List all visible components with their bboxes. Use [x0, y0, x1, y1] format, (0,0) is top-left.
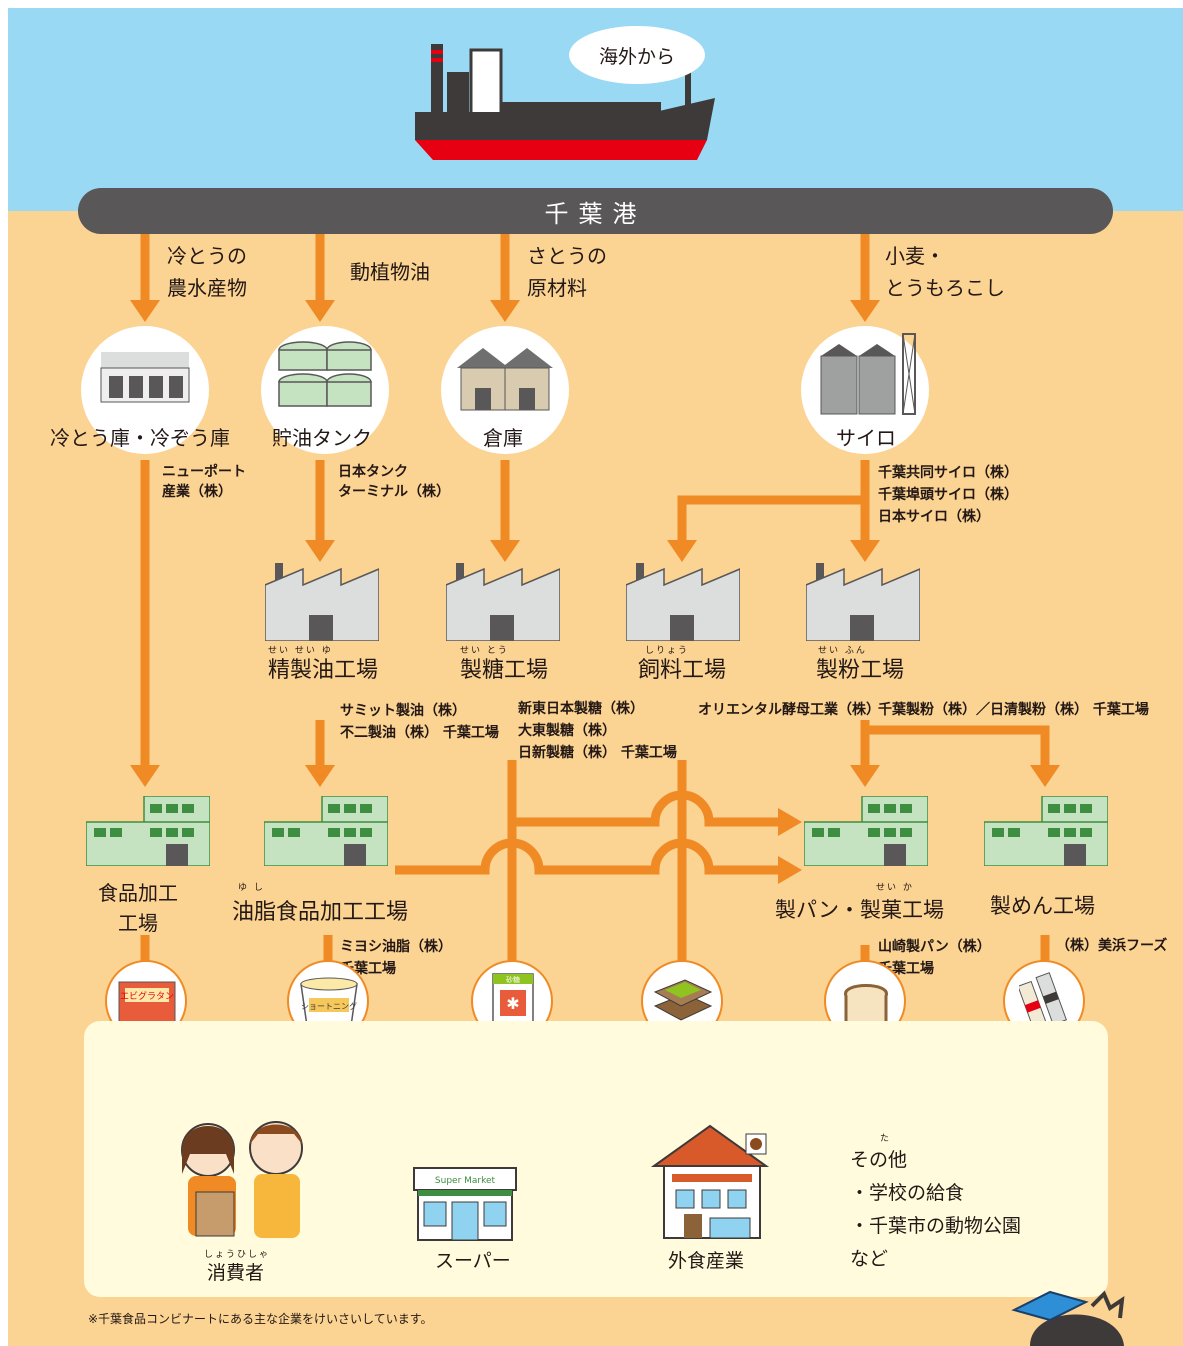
- building-fat-processing-icon: [264, 796, 388, 866]
- processing-company-noodle: （株）美浜フーズ: [1056, 938, 1168, 954]
- building-bakery-icon: [804, 796, 928, 866]
- factory-refinery-icon: [265, 563, 379, 641]
- storage-node-silo: [801, 326, 929, 454]
- factory-ruby-flour: せい ふん: [818, 646, 867, 656]
- factory-feed-icon: [626, 563, 740, 641]
- storage-company-silo: 千葉共同サイロ（株）千葉埠頭サイロ（株）日本サイロ（株）: [878, 465, 1018, 525]
- factory-company-refinery: サミット製油（株）不二製油（株） 千葉工場: [340, 703, 499, 741]
- svg-text:ショートニング: ショートニング: [301, 1001, 357, 1011]
- processing-name-food: 食品加工工場: [98, 881, 178, 935]
- frozen-gratin-icon: エビグラタン: [118, 981, 176, 1023]
- storage-company-cold: ニューポート産業（株）: [162, 464, 246, 500]
- factory-name-refinery: 精製油工場: [268, 658, 379, 683]
- svg-text:✱: ✱: [506, 994, 519, 1013]
- processing-name-fat: 油脂食品加工工場: [232, 900, 409, 925]
- silo-icon: [820, 333, 916, 415]
- factory-ruby-sugar: せい とう: [460, 646, 509, 656]
- factory-ruby-refinery: せい せい ゆ: [268, 646, 333, 656]
- import-label-oil: 動植物油: [350, 260, 430, 284]
- storage-name-tank: 貯油タンク: [272, 426, 372, 450]
- storage-name-cold: 冷とう庫・冷ぞう庫: [50, 426, 230, 450]
- destination-name-consumers: 消費者: [207, 1262, 265, 1284]
- overseas-speech-bubble: 海外から: [569, 26, 705, 84]
- building-food-processing-icon: [86, 796, 210, 866]
- storage-company-tank: 日本タンクターミナル（株）: [338, 464, 450, 500]
- other-destinations: その他 ・学校の給食 ・千葉市の動物公園 など: [850, 1144, 1021, 1276]
- svg-text:エビグラタン: エビグラタン: [120, 990, 174, 1002]
- factory-company-sugar: 新東日本製糖（株）大東製糖（株）日新製糖（株） 千葉工場: [518, 701, 677, 761]
- storage-node-warehouse: [441, 326, 569, 454]
- processing-name-bakery: 製パン・製菓工場: [775, 898, 945, 922]
- other-item-etc: など: [850, 1248, 889, 1270]
- factory-ruby-feed: しりょう: [645, 646, 690, 656]
- owl-mascot-icon: [1011, 1290, 1125, 1346]
- noodles-icon: [1019, 972, 1068, 1032]
- svg-text:砂糖: 砂糖: [506, 975, 520, 984]
- building-noodle-icon: [984, 796, 1108, 866]
- cargo-ship-icon: [415, 44, 715, 160]
- other-ruby: た: [880, 1134, 892, 1144]
- processing-name-noodle: 製めん工場: [990, 894, 1095, 918]
- cold-storage-icon: [100, 352, 190, 403]
- feed-sack-icon: [653, 979, 713, 1021]
- factory-company-feed: オリエンタル酵母工業（株）: [698, 702, 880, 718]
- import-label-sugar: さとうの原材料: [527, 244, 607, 300]
- chiba-port-bar: 千葉港: [78, 188, 1113, 234]
- footnote: ※千葉食品コンビナートにある主な企業をけいさいしています。: [88, 1312, 433, 1326]
- storage-node-cold: [81, 326, 209, 454]
- factory-name-flour: 製粉工場: [816, 658, 905, 683]
- storage-name-silo: サイロ: [836, 426, 896, 450]
- other-item-zoo: ・千葉市の動物公園: [850, 1215, 1022, 1237]
- destination-name-restaurant: 外食産業: [668, 1250, 745, 1272]
- other-title: その他: [850, 1149, 908, 1171]
- consumers-icon: [181, 1121, 303, 1238]
- destination-name-supermarket: スーパー: [435, 1250, 511, 1272]
- other-item-school: ・学校の給食: [850, 1182, 965, 1204]
- shortening-tub-icon: ショートニング: [300, 977, 358, 1027]
- processing-ruby-bakery: せい か: [876, 883, 914, 893]
- bread-icon: [844, 984, 888, 1028]
- processing-ruby-fat: ゆ し: [238, 883, 265, 893]
- factory-name-feed: 飼料工場: [638, 658, 727, 683]
- storage-node-tank: [261, 326, 389, 454]
- warehouse-icon: [457, 348, 553, 411]
- storage-name-warehouse: 倉庫: [483, 426, 523, 450]
- svg-text:Super Market: Super Market: [435, 1176, 496, 1186]
- factory-company-flour: 千葉製粉（株）／日清製粉（株） 千葉工場: [878, 702, 1149, 718]
- factory-sugar-icon: [446, 563, 560, 641]
- factory-name-sugar: 製糖工場: [460, 658, 549, 683]
- import-label-frozen: 冷とうの農水産物: [167, 244, 247, 300]
- supermarket-icon: Super Market: [413, 1167, 517, 1241]
- factory-flour-icon: [806, 563, 920, 641]
- import-label-grain: 小麦・とうもろこし: [885, 244, 1005, 300]
- restaurant-icon: [650, 1124, 770, 1239]
- sugar-bag-icon: 砂糖 ✱: [492, 973, 534, 1031]
- oil-tank-icon: [278, 341, 372, 407]
- destination-ruby-consumers: しょうひしゃ: [204, 1250, 271, 1260]
